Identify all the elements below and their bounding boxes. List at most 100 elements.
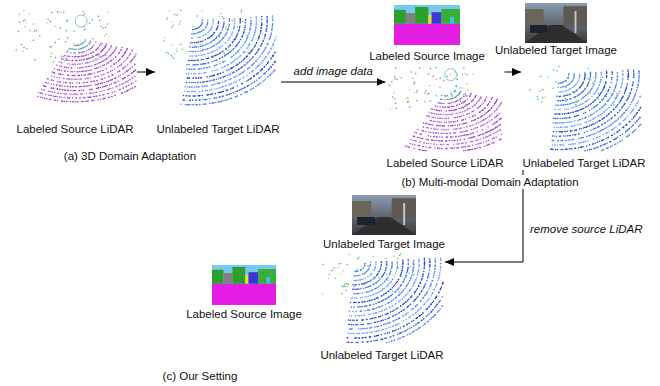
lidar-point <box>91 47 93 49</box>
lidar-point <box>80 78 82 80</box>
lidar-point <box>238 30 240 32</box>
lidar-point <box>235 59 237 61</box>
lidar-point <box>222 100 224 102</box>
lidar-point <box>251 50 253 52</box>
lidar-point <box>252 49 254 51</box>
lidar-point <box>180 21 182 23</box>
lidar-point <box>462 102 464 104</box>
lidar-point <box>21 44 23 46</box>
lidar-point <box>250 21 252 23</box>
lidar-point <box>61 85 63 87</box>
lidar-point <box>216 88 218 90</box>
lidar-point <box>129 54 131 56</box>
lidar-point <box>193 77 195 79</box>
lidar-point <box>123 61 125 63</box>
lidar-point <box>274 61 276 63</box>
lidar-point <box>104 82 106 84</box>
lidar-point <box>195 33 197 35</box>
lidar-point <box>83 42 85 44</box>
lidar-point <box>58 39 60 41</box>
lidar-point <box>231 50 233 52</box>
lidar-point <box>473 110 475 112</box>
lidar-point <box>444 99 446 101</box>
lidar-point <box>250 17 252 19</box>
lidar-point <box>76 79 78 81</box>
lidar-point <box>265 30 267 32</box>
lidar-point <box>67 97 69 99</box>
lidar-point <box>131 59 133 61</box>
lidar-point <box>40 93 42 95</box>
lidar-point <box>231 98 233 100</box>
lidar-point <box>190 100 192 102</box>
lidar-point <box>222 38 224 40</box>
lidar-point <box>80 67 82 69</box>
lidar-point <box>220 101 222 103</box>
lidar-point <box>78 90 80 92</box>
lidar-point <box>110 66 112 68</box>
lidar-point <box>249 53 251 55</box>
lidar-point <box>91 73 93 75</box>
lidar-point <box>227 94 229 96</box>
lidar-point <box>200 77 202 79</box>
lidar-point <box>244 22 246 24</box>
lidar-point <box>197 82 199 84</box>
lidar-point <box>68 78 70 80</box>
lidar-point <box>47 78 49 80</box>
lidar-point <box>105 46 107 48</box>
lidar-point <box>212 51 214 53</box>
lidar-point <box>274 40 276 42</box>
lidar-point <box>36 30 38 32</box>
lidar-point <box>59 96 61 98</box>
lidar-point <box>77 63 79 64</box>
lidar-point <box>469 95 471 97</box>
lidar-point <box>202 86 204 88</box>
lidar-point <box>67 63 69 65</box>
lidar-point <box>134 64 136 66</box>
lidar-point <box>226 32 228 34</box>
lidar-point <box>467 104 469 106</box>
lidar-point <box>214 32 216 33</box>
lidar-point <box>191 73 193 75</box>
lidar-point <box>107 72 109 74</box>
lidar-point <box>272 44 274 46</box>
lidar-point <box>130 68 132 70</box>
lidar-point <box>237 26 239 28</box>
lidar-point <box>239 21 241 23</box>
lidar-point <box>265 47 267 49</box>
lidar-point <box>113 64 115 66</box>
lidar-point <box>206 48 208 50</box>
lidar-point <box>213 32 215 34</box>
lidar-point <box>102 60 104 62</box>
lidar-point <box>186 95 188 97</box>
lidar-point <box>477 107 479 109</box>
lidar-point <box>261 23 263 25</box>
lidar-point <box>256 79 258 81</box>
lidar-point <box>104 98 106 100</box>
lidar-point <box>217 83 219 85</box>
lidar-point <box>244 29 246 31</box>
lidar-point <box>96 95 98 97</box>
lidar-point <box>134 64 136 66</box>
lidar-point <box>270 73 272 75</box>
lidar-point <box>81 71 83 73</box>
lidar-point <box>222 96 224 98</box>
lidar-point <box>211 89 213 91</box>
lidar-point <box>131 87 133 89</box>
lidar-point <box>254 62 256 64</box>
lidar-point <box>221 39 223 41</box>
lidar-point <box>218 83 220 85</box>
lidar-point <box>217 35 219 37</box>
lidar-point <box>81 93 83 95</box>
lidar-point <box>222 26 224 28</box>
lidar-point <box>431 112 433 114</box>
lidar-point <box>428 112 430 114</box>
lidar-point <box>68 56 70 58</box>
lidar-point <box>465 118 467 120</box>
lidar-point <box>74 75 76 77</box>
lidar-point <box>205 58 207 60</box>
lidar-point <box>125 86 127 88</box>
lidar-point <box>171 27 173 29</box>
lidar-point <box>192 100 194 102</box>
lidar-point <box>261 53 263 55</box>
lidar-point <box>179 23 181 25</box>
